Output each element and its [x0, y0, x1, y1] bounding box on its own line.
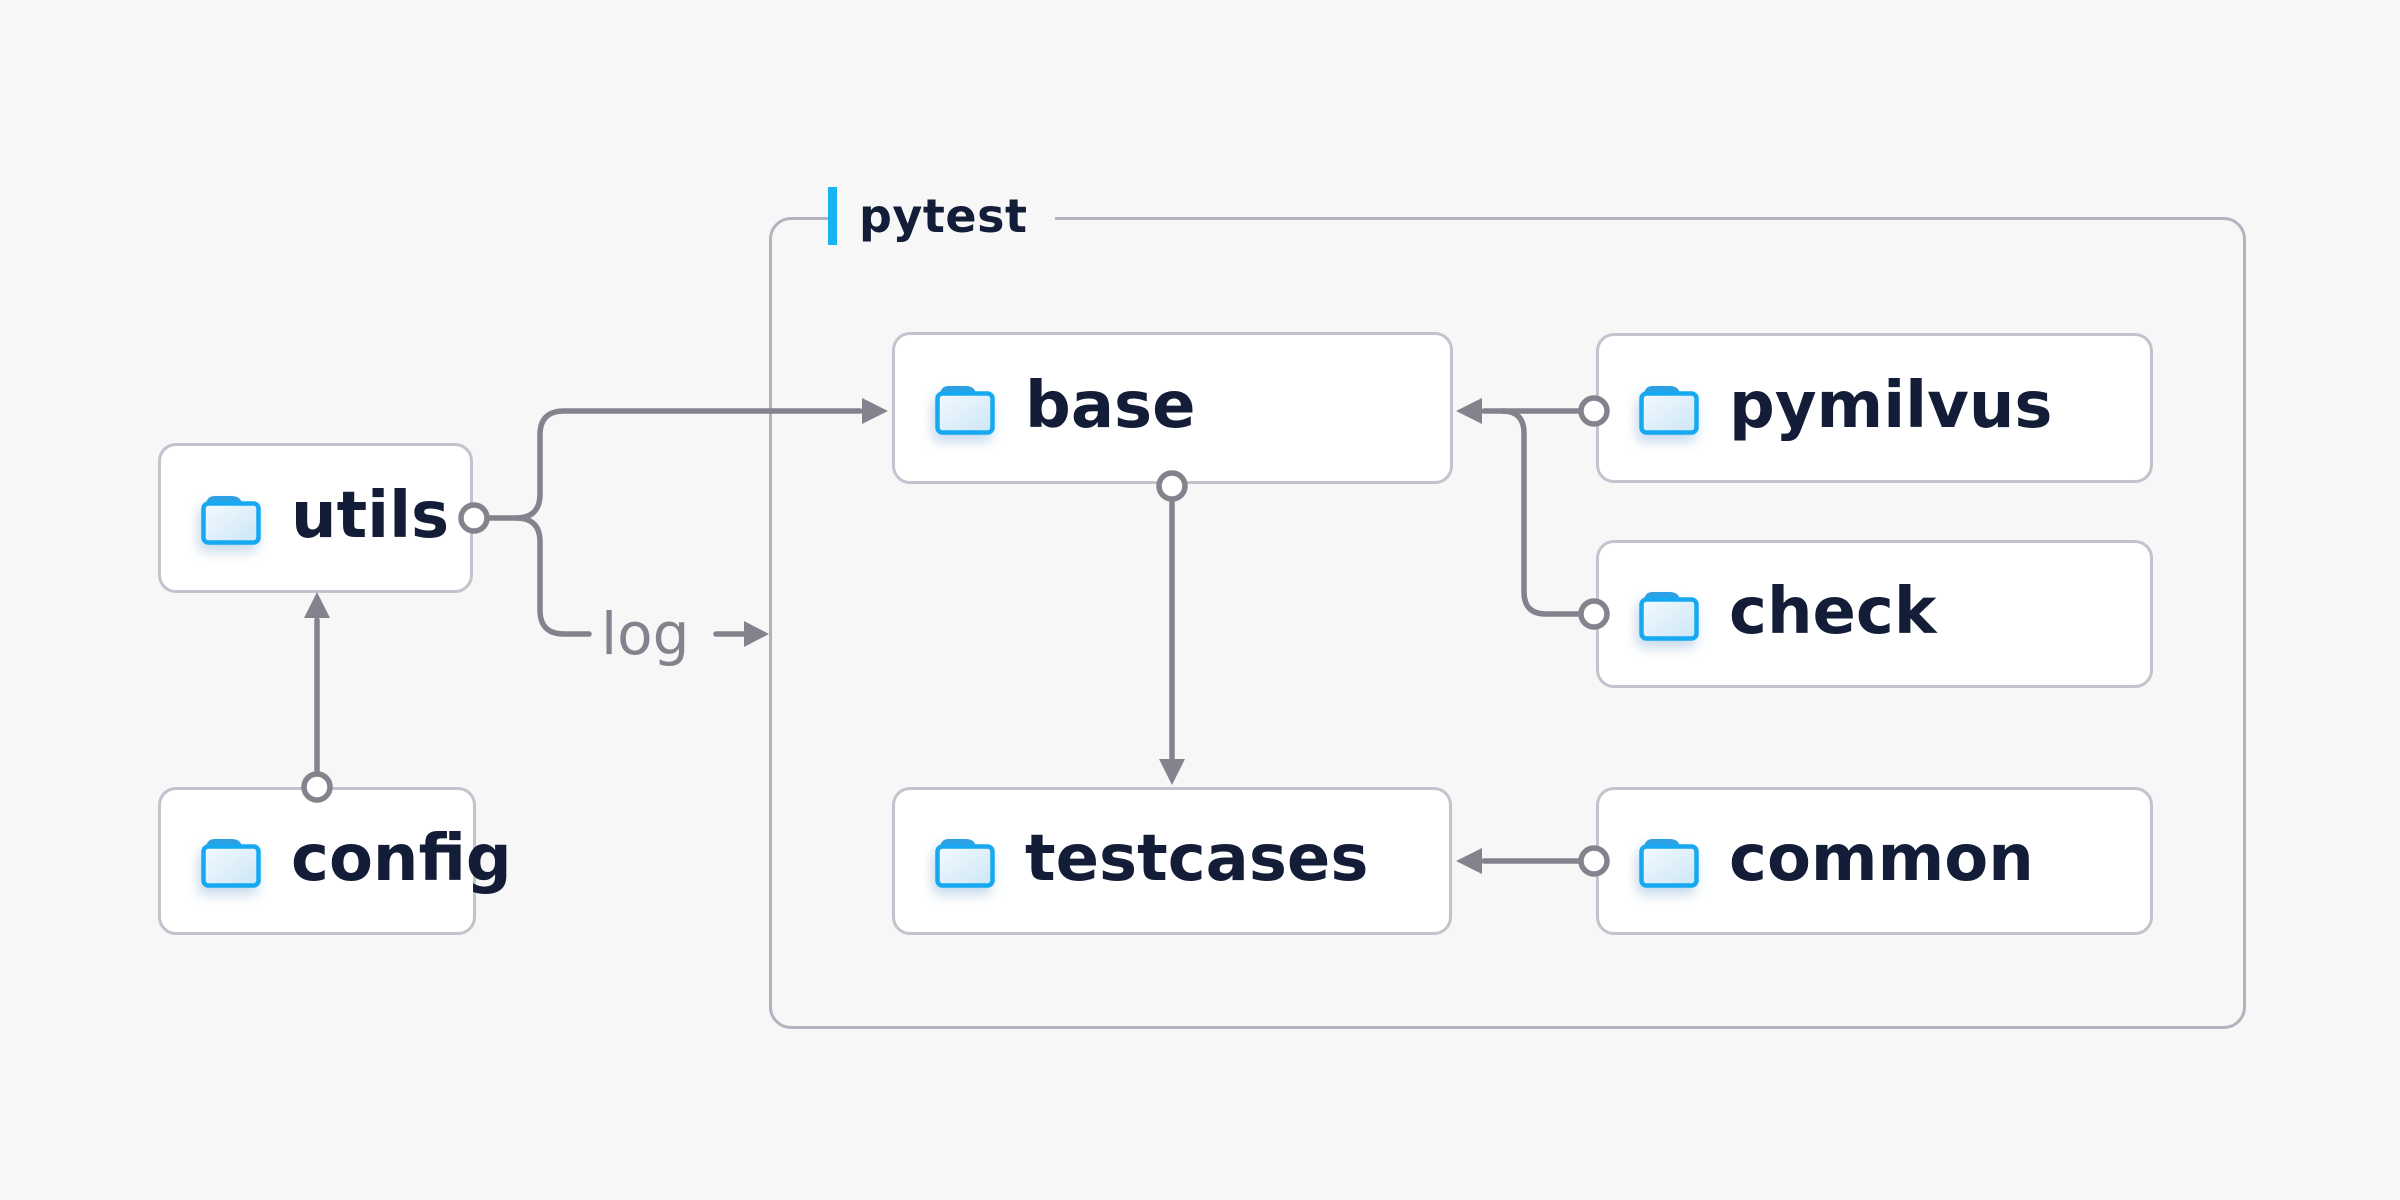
arrowhead-up	[304, 592, 330, 618]
node-utils: utils	[158, 443, 473, 593]
node-label: testcases	[1025, 822, 1369, 896]
edge-label-log: log	[601, 600, 690, 668]
edge-line	[513, 515, 592, 637]
node-label: config	[291, 822, 512, 896]
folder-icon	[1639, 386, 1699, 435]
arrowhead-right	[744, 621, 769, 647]
accent-bar	[828, 187, 837, 245]
node-label: utils	[291, 479, 450, 553]
node-pymilvus: pymilvus	[1596, 333, 2153, 483]
node-testcases: testcases	[892, 787, 1452, 935]
pytest-group-container	[769, 217, 2246, 1029]
node-base: base	[892, 332, 1453, 484]
folder-icon	[201, 839, 261, 888]
node-check: check	[1596, 540, 2153, 688]
node-label: common	[1729, 822, 2034, 896]
pytest-group-label: pytest	[828, 185, 1056, 247]
pytest-group-title: pytest	[859, 189, 1028, 243]
folder-icon	[935, 386, 995, 435]
folder-icon	[201, 496, 261, 545]
node-common: common	[1596, 787, 2153, 935]
node-label: base	[1025, 369, 1196, 443]
folder-icon	[1639, 592, 1699, 641]
node-label: check	[1729, 575, 1937, 649]
node-config: config	[158, 787, 512, 935]
node-label: pymilvus	[1729, 369, 2053, 443]
folder-icon	[935, 839, 995, 888]
edge-config-to-utils	[301, 592, 333, 803]
folder-icon	[1639, 839, 1699, 888]
